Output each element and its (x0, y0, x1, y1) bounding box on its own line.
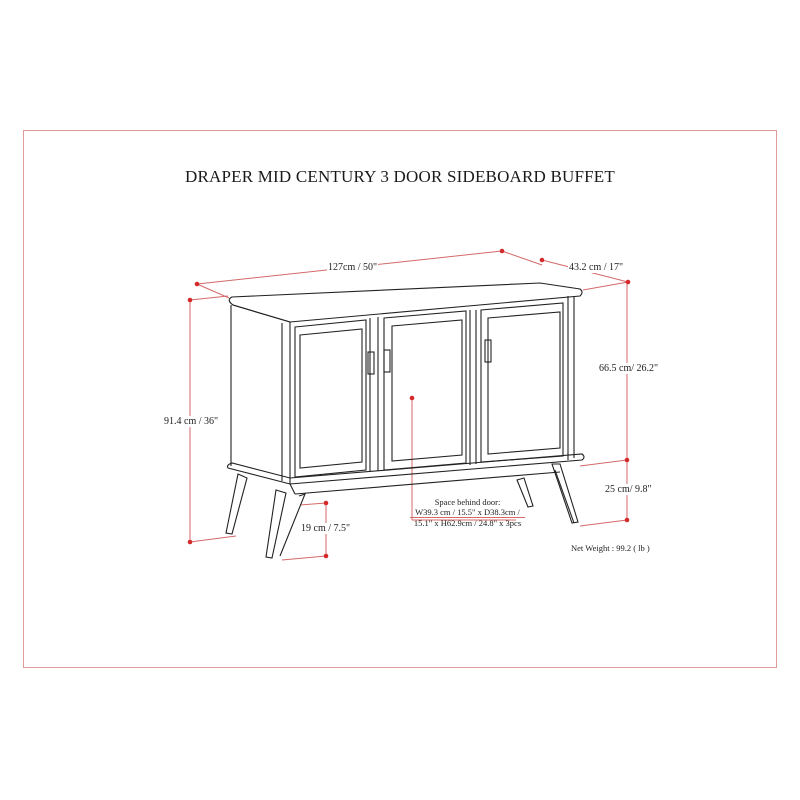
width-dimension-label: 127cm / 50" (327, 262, 379, 273)
leg-height-dimension-label: 25 cm/ 9.8" (604, 484, 653, 495)
space-behind-door-heading: Space behind door: (434, 497, 501, 507)
total-height-dimension-label: 91.4 cm / 36" (163, 416, 220, 427)
ground-clearance-dimension-label: 19 cm / 7.5" (300, 523, 352, 534)
depth-dimension-label: 43.2 cm / 17" (568, 262, 625, 273)
cabinet-height-dimension-label: 66.5 cm/ 26.2" (598, 363, 660, 374)
space-behind-door-line3: 15.1" x H62.9cm / 24.8" x 3pcs (410, 517, 525, 528)
space-behind-door-line2: W39.3 cm / 15.5" x D38.3cm / (415, 507, 520, 517)
space-behind-door-note: Space behind door: W39.3 cm / 15.5" x D3… (410, 497, 525, 528)
dimension-dots (187, 248, 631, 559)
drawing-frame (23, 130, 777, 668)
net-weight-label: Net Weight : 99.2 ( lb ) (570, 543, 651, 553)
product-title: DRAPER MID CENTURY 3 DOOR SIDEBOARD BUFF… (185, 167, 615, 186)
